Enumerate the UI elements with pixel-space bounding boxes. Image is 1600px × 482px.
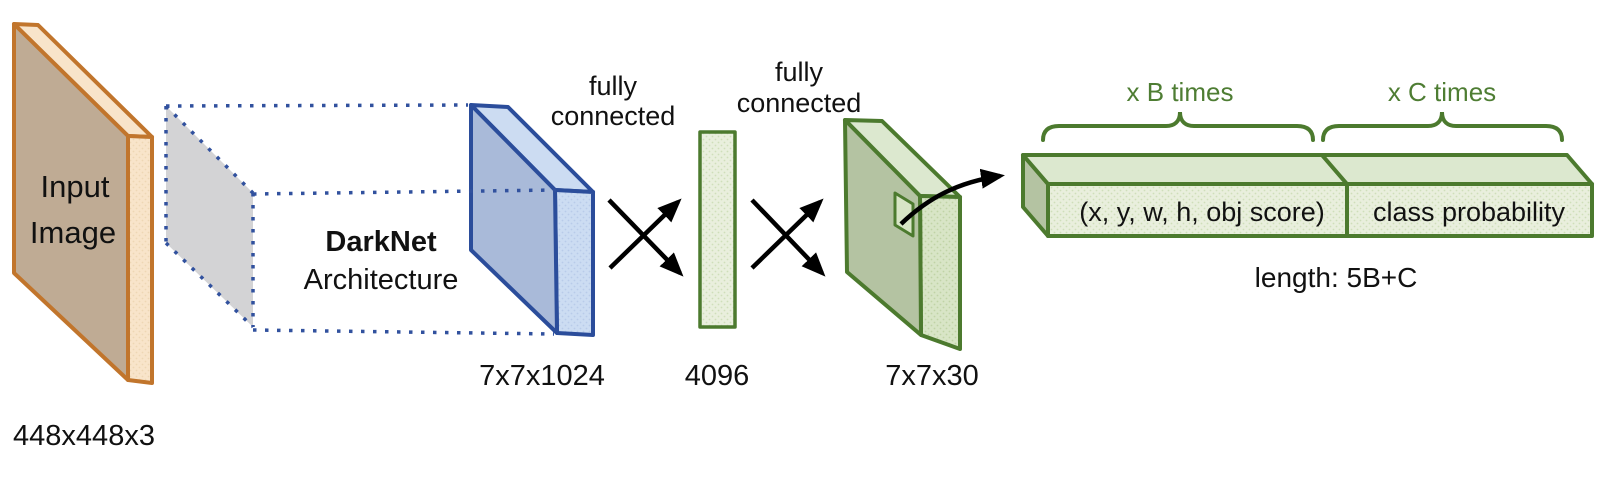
c-times-label: x C times (1388, 77, 1496, 107)
dotted-link-middle (252, 188, 557, 196)
conv-output-dims-label: 7x7x1024 (479, 360, 605, 392)
fc1-arrow-down-right (607, 198, 684, 277)
fc2-cross-arrows (750, 198, 826, 277)
input-dims-label: 448x448x3 (13, 420, 155, 452)
braces (1041, 111, 1564, 142)
prediction-tensor-dims-label: 7x7x30 (885, 360, 979, 392)
fc1-label-line1: fully (589, 71, 638, 101)
output-vector-top-class (1320, 153, 1594, 186)
input-label-line2: Image (30, 215, 116, 250)
output-vector-top-bbox (1021, 153, 1349, 186)
prediction-tensor-box (843, 118, 962, 351)
prediction-tensor-side (918, 194, 962, 351)
backbone-subtitle-label: Architecture (304, 264, 459, 296)
backbone-feature-plane (166, 106, 253, 327)
cell-to-vector-arrow (899, 168, 1005, 226)
dotted-plane-bottom-edge (164, 241, 255, 329)
backbone-dotted-outline (164, 103, 557, 336)
b-times-brace (1041, 111, 1315, 142)
output-vector-front-class (1345, 182, 1594, 238)
vector-length-label: length: 5B+C (1255, 262, 1418, 293)
backbone-name-label: DarkNet (325, 226, 437, 258)
prediction-tensor-front (843, 118, 923, 337)
dotted-link-bottom (252, 328, 555, 336)
output-vector-front-bbox (1046, 182, 1349, 238)
dotted-plane-top-edge (164, 104, 255, 195)
fc-4096-layer (698, 130, 737, 329)
fc-4096-label: 4096 (685, 360, 750, 392)
fc1-label-line2: connected (551, 101, 676, 131)
output-vector-bar (1021, 153, 1594, 238)
bbox-segment-label: (x, y, w, h, obj score) (1079, 197, 1325, 227)
input-image-box (12, 22, 154, 385)
input-image-box-front (12, 22, 130, 382)
class-segment-label: class probability (1373, 197, 1566, 227)
grid-cell-highlight (893, 191, 915, 238)
fc2-label-line1: fully (775, 57, 824, 87)
fc2-label-line2: connected (737, 88, 862, 118)
dotted-link-top (165, 103, 469, 108)
conv-output-box (469, 103, 595, 337)
fc2-arrow-down-right (750, 198, 826, 277)
input-image-box-side (126, 134, 154, 385)
c-times-brace (1321, 111, 1564, 142)
conv-output-box-side (553, 188, 595, 337)
b-times-label: x B times (1127, 77, 1234, 107)
input-label-line1: Input (41, 169, 110, 204)
fc1-cross-arrows (607, 198, 684, 277)
conv-output-box-front (469, 103, 559, 335)
